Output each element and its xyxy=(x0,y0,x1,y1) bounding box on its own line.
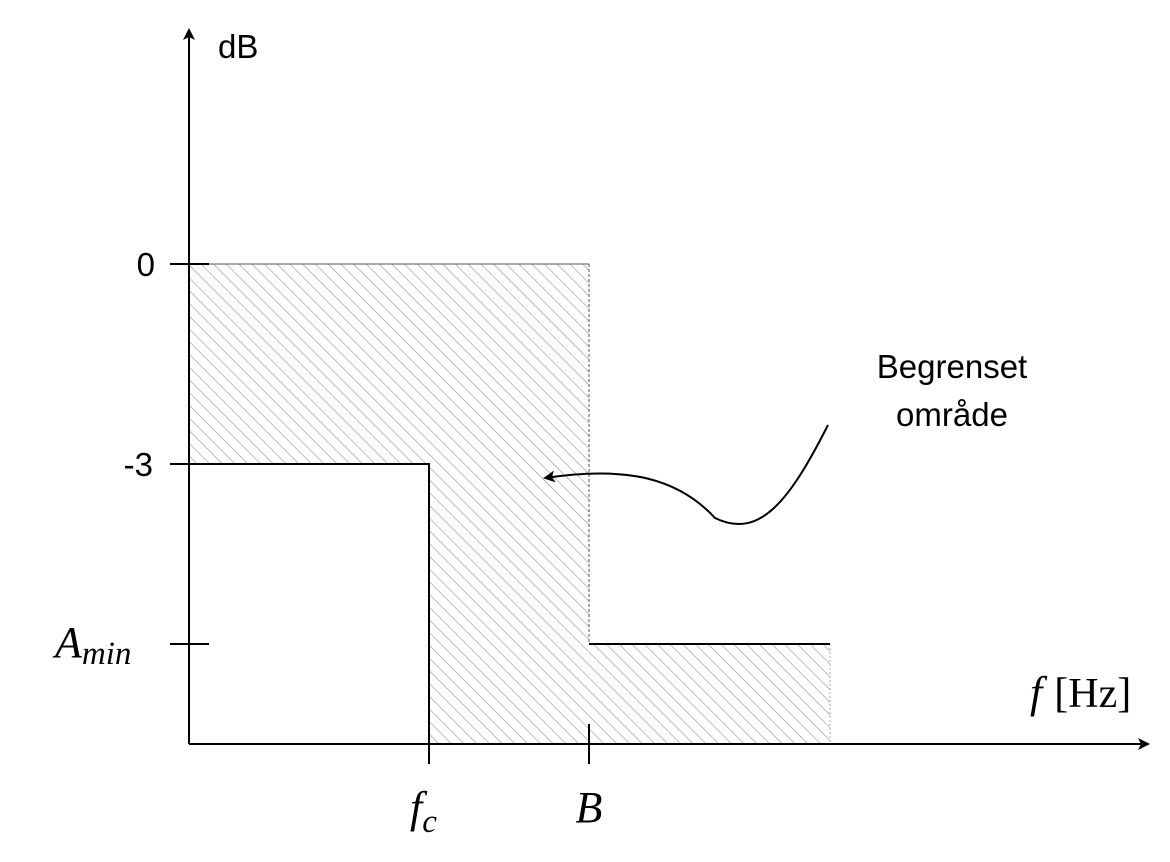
x-tick-label-b: B xyxy=(576,783,603,832)
y-tick-label-0: 0 xyxy=(137,246,155,283)
annotation-arrow xyxy=(543,424,829,525)
x-axis-unit: Hz xyxy=(1068,671,1117,717)
y-axis-label: dB xyxy=(218,28,258,65)
x-tick-label-fc: fc xyxy=(410,783,437,840)
annotation-line1: Begrenset xyxy=(877,348,1027,385)
passband-step-line xyxy=(189,463,430,760)
amin-sub-text: min xyxy=(82,636,132,672)
y-tick-label-minus3: -3 xyxy=(124,446,153,483)
annotation-line2: område xyxy=(896,396,1008,433)
y-tick-label-amin: Amin xyxy=(52,618,131,672)
amin-main-text: A xyxy=(52,618,83,667)
x-axis-unit-open: [ xyxy=(1054,671,1068,717)
fc-sub-text: c xyxy=(422,804,437,840)
x-axis-var: f xyxy=(1030,668,1048,717)
x-axis-label: f[Hz] xyxy=(1030,668,1131,717)
restricted-region-hatch xyxy=(189,264,830,744)
x-axis-unit-close: ] xyxy=(1117,671,1131,717)
